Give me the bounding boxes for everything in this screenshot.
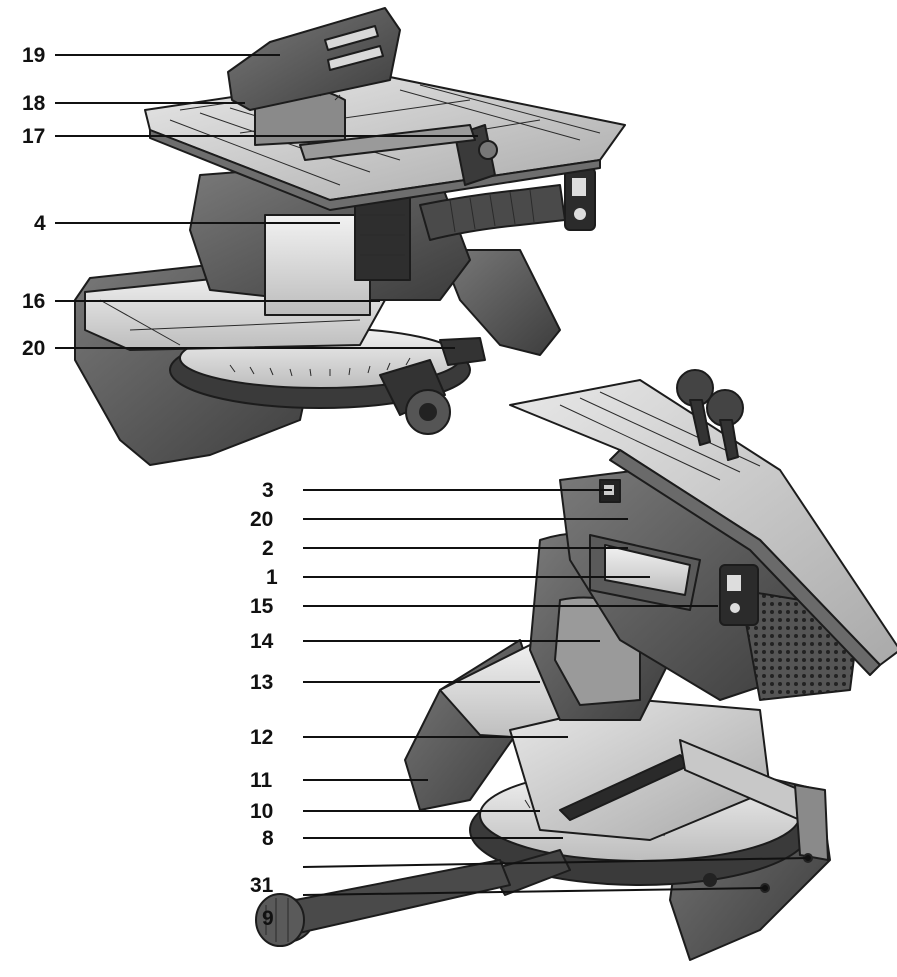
svg-text:1: 1: [266, 566, 278, 589]
svg-text:3: 3: [262, 479, 274, 502]
svg-text:9: 9: [262, 907, 274, 930]
callout-13: 13: [250, 671, 540, 694]
callout-2: 2: [262, 537, 628, 560]
callout-4: 4: [34, 212, 340, 235]
lower-callouts: 3 20 2 1 15 14 13 12: [250, 479, 811, 930]
svg-text:31: 31: [250, 874, 274, 897]
svg-text:16: 16: [22, 290, 45, 313]
svg-text:14: 14: [250, 630, 274, 653]
lower-saw-illustration: [255, 369, 897, 961]
callout-17: 17: [22, 125, 478, 148]
callout-15: 15: [250, 595, 718, 618]
callout-10: 10: [250, 800, 540, 823]
svg-text:18: 18: [22, 92, 46, 115]
callout-14: 14: [250, 630, 600, 653]
svg-text:11: 11: [250, 769, 273, 792]
svg-text:13: 13: [250, 671, 273, 694]
svg-text:17: 17: [22, 125, 45, 148]
callout-11: 11: [250, 769, 428, 792]
svg-text:10: 10: [250, 800, 273, 823]
callout-unlabeled-leader: [302, 855, 811, 868]
svg-text:19: 19: [22, 44, 45, 67]
callout-12: 12: [250, 726, 568, 749]
svg-text:12: 12: [250, 726, 273, 749]
callout-3: 3: [262, 479, 612, 502]
upper-callouts: 19 18 17 4 16 20: [22, 44, 478, 360]
callout-16: 16: [22, 290, 380, 313]
svg-text:20: 20: [250, 508, 273, 531]
svg-text:8: 8: [262, 827, 274, 850]
callout-20-upper: 20: [22, 337, 455, 360]
svg-text:2: 2: [262, 537, 274, 560]
callout-18: 18: [22, 92, 245, 115]
svg-text:15: 15: [250, 595, 274, 618]
callout-1: 1: [266, 566, 650, 589]
callout-8: 8: [262, 827, 563, 850]
upper-saw-illustration: [74, 7, 626, 466]
svg-text:4: 4: [34, 212, 46, 235]
callout-20-lower: 20: [250, 508, 628, 531]
callout-9: 9: [262, 907, 274, 930]
callout-19: 19: [22, 44, 280, 67]
callout-31: 31: [250, 874, 768, 897]
svg-text:20: 20: [22, 337, 45, 360]
